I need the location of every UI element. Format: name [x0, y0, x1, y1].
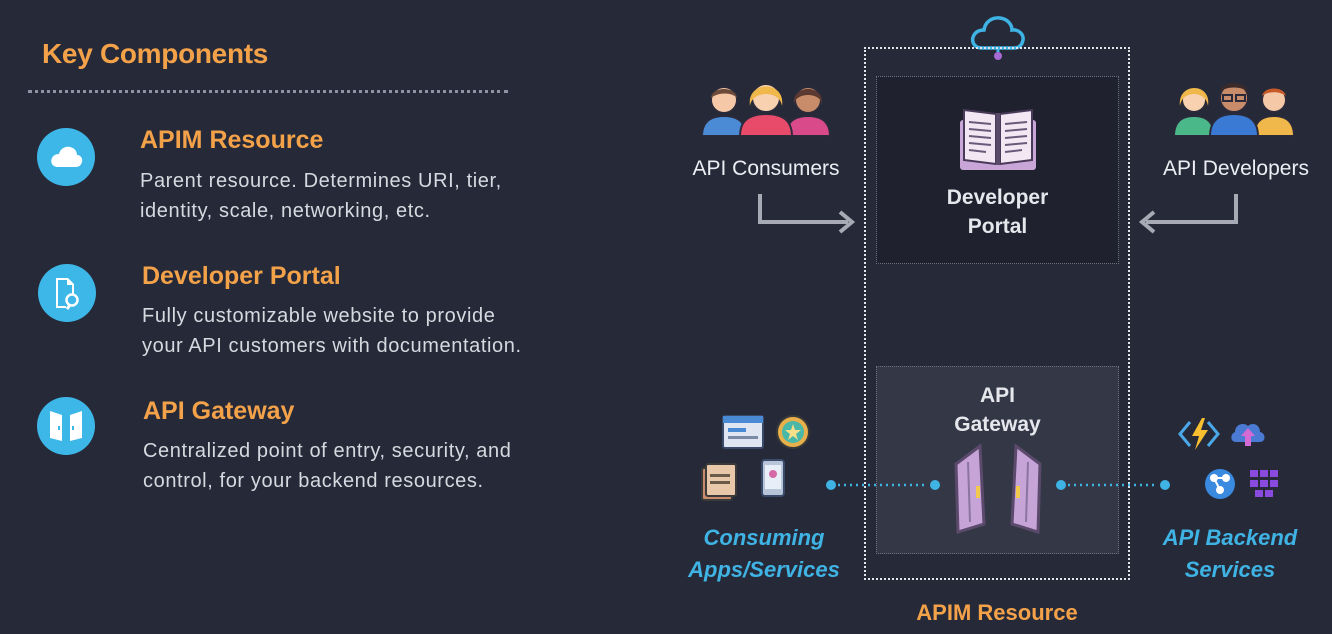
- title-divider: [28, 90, 508, 93]
- gateway-doors-illustration: [950, 443, 1046, 541]
- key-components-title: Key Components: [42, 38, 269, 69]
- developer-portal-label: Developer Portal: [946, 186, 1049, 238]
- consuming-to-gateway-connector: [824, 477, 942, 498]
- consumers-arrow: [756, 192, 860, 241]
- consuming-apps-label: Consuming Apps/Services: [688, 525, 840, 582]
- api-consumers-label: API Consumers: [692, 157, 840, 180]
- gateway-to-backend-connector: [1054, 477, 1172, 498]
- apim-cloud-icon: [968, 10, 1028, 67]
- api-consumers-people-icon: [700, 78, 832, 143]
- cloud-icon: [37, 128, 95, 186]
- backend-services-label: API Backend Services: [1162, 525, 1298, 582]
- api-developers-label: API Developers: [1163, 157, 1309, 180]
- component-desc-apim: Parent resource. Determines URI, tier, i…: [140, 170, 502, 222]
- open-book-icon: [958, 104, 1038, 179]
- gateway-doors-icon: [37, 397, 95, 455]
- component-title-gateway: API Gateway: [143, 397, 295, 425]
- developers-arrow: [1134, 192, 1240, 241]
- api-developers-people-icon: [1172, 78, 1298, 143]
- api-gateway-box: [876, 366, 1119, 554]
- apim-resource-label: APIM Resource: [916, 600, 1078, 625]
- consuming-apps-icons: [698, 412, 818, 509]
- api-gateway-label: API Gateway: [954, 384, 1041, 436]
- component-title-portal: Developer Portal: [142, 262, 341, 290]
- component-desc-portal: Fully customizable website to provide yo…: [142, 305, 522, 357]
- backend-services-icons: [1178, 414, 1288, 511]
- apim-resource-boundary: [864, 47, 1130, 580]
- component-desc-gateway: Centralized point of entry, security, an…: [143, 440, 512, 492]
- document-search-icon: [38, 264, 96, 322]
- component-title-apim: APIM Resource: [140, 126, 324, 154]
